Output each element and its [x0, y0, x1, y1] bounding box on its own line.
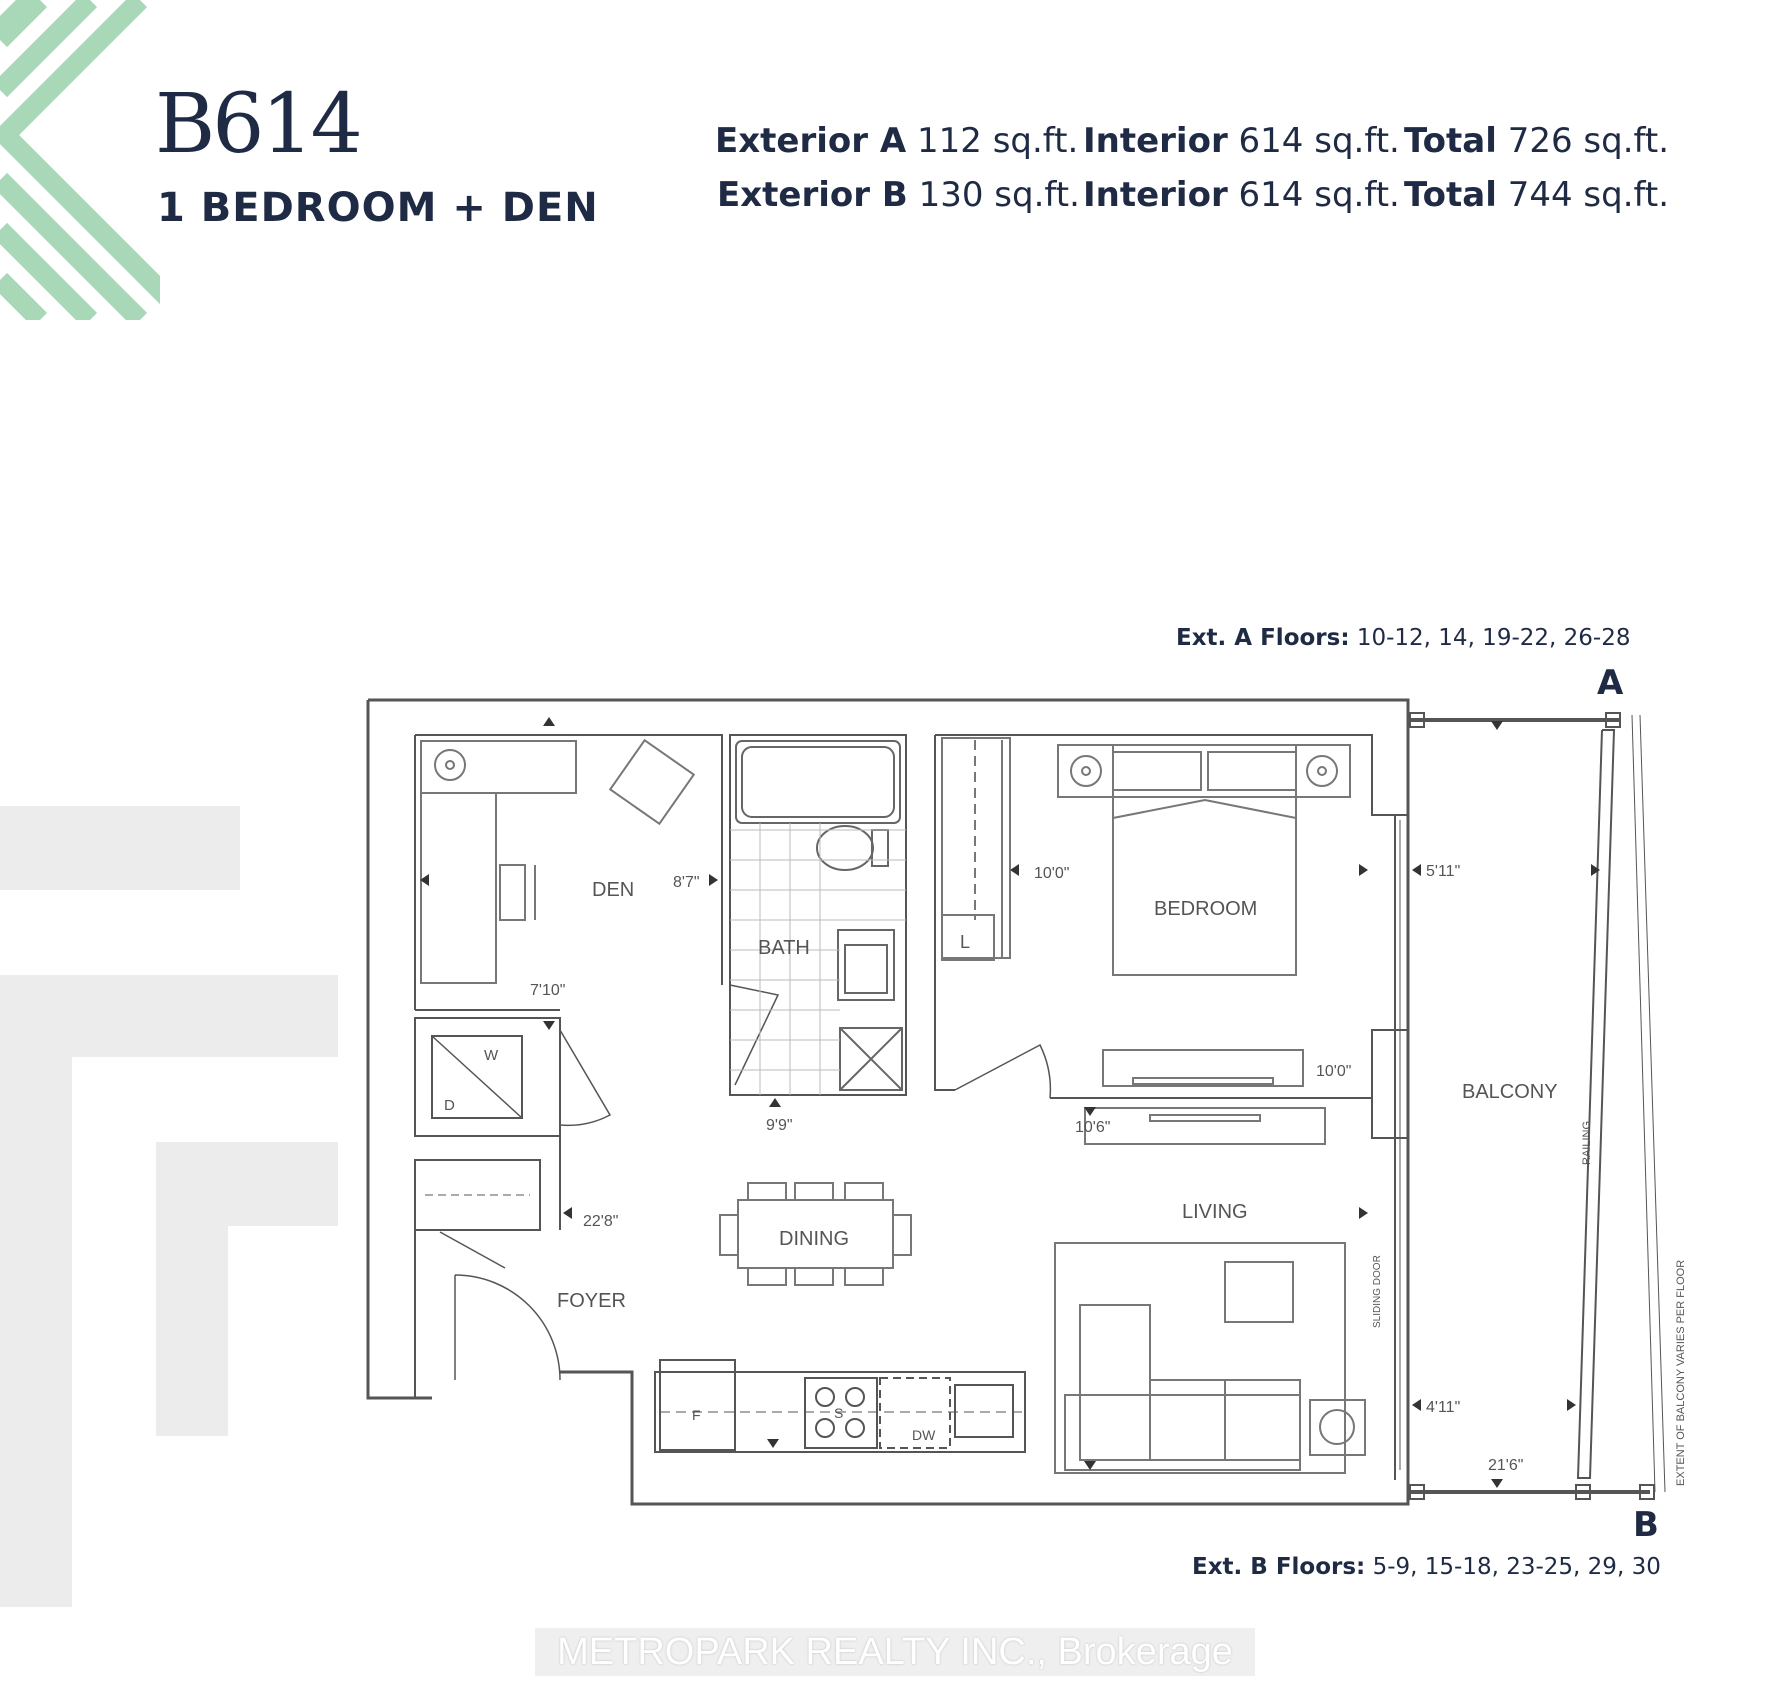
room-label-dining: DINING — [779, 1228, 849, 1250]
laundry-closet — [414, 1017, 561, 1137]
outer-wall — [368, 698, 1410, 1506]
kitchen-sink — [954, 1384, 1014, 1438]
dim-bed-width: 10'0" — [1034, 865, 1069, 882]
desk — [420, 740, 577, 794]
exterior-label: Exterior B — [717, 175, 908, 215]
extent-label: EXTENT OF BALCONY VARIES PER FLOOR — [1675, 1260, 1687, 1486]
coffee-table — [1224, 1261, 1294, 1323]
railing-label: RAILING — [1581, 1121, 1593, 1165]
decorative-gray-block — [0, 975, 338, 1057]
watermark: METROPARK REALTY INC., Brokerage — [535, 1628, 1255, 1676]
sink — [837, 929, 895, 1001]
sofa — [1079, 1304, 1151, 1461]
ext-a-floors: Ext. A Floors: 10-12, 14, 19-22, 26-28 — [1176, 627, 1630, 650]
dim-living-depth: 10'6" — [1075, 1119, 1110, 1136]
area-row-a: Exterior A 112 sq.ft. — [715, 124, 1078, 158]
fixture-washer: W — [484, 1047, 499, 1064]
room-label-foyer: FOYER — [557, 1290, 626, 1312]
decorative-gray-block — [0, 1057, 72, 1607]
room-label-bedroom: BEDROOM — [1154, 898, 1257, 920]
linen-closet — [941, 914, 995, 961]
room-label-living: LIVING — [1182, 1201, 1248, 1223]
exterior-value: 112 sq.ft. — [916, 121, 1079, 161]
outer-wall — [366, 700, 432, 1400]
room-label-den: DEN — [592, 879, 634, 901]
dishwasher — [879, 1377, 951, 1449]
unit-code: B614 — [155, 77, 363, 172]
fridge — [659, 1359, 736, 1451]
toilet — [816, 825, 874, 871]
ext-a-letter: A — [1597, 663, 1624, 703]
exterior-label: Exterior A — [715, 121, 907, 161]
sliding-door-label: SLIDING DOOR — [1372, 1255, 1383, 1328]
side-table — [1309, 1399, 1366, 1456]
total-label: Total — [1404, 121, 1497, 161]
area-row-a-interior: Interior 614 sq.ft. — [1083, 124, 1400, 158]
interior-label: Interior — [1083, 121, 1228, 161]
area-row-a-total: Total 726 sq.ft. — [1404, 124, 1669, 158]
fixture-fridge: F — [692, 1407, 701, 1423]
area-row-b-interior: Interior 614 sq.ft. — [1083, 178, 1400, 212]
dim-balcony-small: 4'11" — [1426, 1399, 1460, 1416]
tv-console — [1084, 1107, 1326, 1145]
sofa-area — [1054, 1242, 1346, 1474]
dim-bath-width: 9'9" — [766, 1117, 793, 1134]
decorative-chevron-pattern — [0, 0, 160, 320]
area-row-b: Exterior B 130 sq.ft. — [717, 178, 1080, 212]
railing — [1576, 729, 1616, 1479]
ext-b-floors-label: Ext. B Floors: — [1192, 1554, 1366, 1580]
dim-balcony-len: 21'6" — [1488, 1457, 1523, 1474]
unit-type: 1 BEDROOM + DEN — [157, 185, 599, 231]
ext-a-floors-value: 10-12, 14, 19-22, 26-28 — [1356, 625, 1631, 651]
decorative-gray-block — [156, 1226, 228, 1436]
ext-a-floors-label: Ext. A Floors: — [1176, 625, 1350, 651]
fixture-stove: S — [834, 1405, 843, 1421]
kitchen-counter — [654, 1371, 1026, 1453]
total-label: Total — [1404, 175, 1497, 215]
total-value: 744 sq.ft. — [1507, 175, 1670, 215]
inner-outline — [415, 734, 723, 985]
bed — [1112, 744, 1297, 976]
dresser — [1102, 1049, 1304, 1087]
bedroom-wall — [934, 735, 955, 1091]
dim-foyer-len: 22'8" — [583, 1213, 618, 1230]
room-label-balcony: BALCONY — [1462, 1081, 1558, 1103]
dim-den-width: 8'7" — [673, 874, 700, 891]
interior-value: 614 sq.ft. — [1238, 175, 1400, 215]
total-value: 726 sq.ft. — [1507, 121, 1670, 161]
room-label-bath: BATH — [758, 937, 810, 959]
bath-wall — [729, 734, 907, 1096]
fixture-linen: L — [960, 932, 970, 952]
decorative-gray-block — [0, 806, 240, 890]
area-row-b-total: Total 744 sq.ft. — [1404, 178, 1669, 212]
interior-value: 614 sq.ft. — [1238, 121, 1400, 161]
interior-label: Interior — [1083, 175, 1228, 215]
dim-bed-depth: 10'0" — [1316, 1063, 1351, 1080]
exterior-value: 130 sq.ft. — [918, 175, 1080, 215]
fixture-dishwasher: DW — [912, 1427, 936, 1443]
closet — [941, 737, 1011, 959]
chair — [608, 738, 696, 826]
shower — [839, 1027, 903, 1091]
ext-b-floors: Ext. B Floors: 5-9, 15-18, 23-25, 29, 30 — [1192, 1556, 1661, 1579]
dim-den-depth: 7'10" — [530, 982, 565, 999]
door-swing — [454, 1274, 561, 1381]
decorative-gray-block — [156, 1142, 338, 1226]
fixture-dryer: D — [444, 1097, 455, 1114]
bathtub — [735, 740, 901, 824]
dim-balcony-width: 5'11" — [1426, 863, 1460, 880]
ext-b-letter: B — [1633, 1505, 1659, 1545]
ext-b-floors-value: 5-9, 15-18, 23-25, 29, 30 — [1372, 1554, 1661, 1580]
stove — [804, 1377, 878, 1449]
coat-closet — [414, 1159, 541, 1231]
